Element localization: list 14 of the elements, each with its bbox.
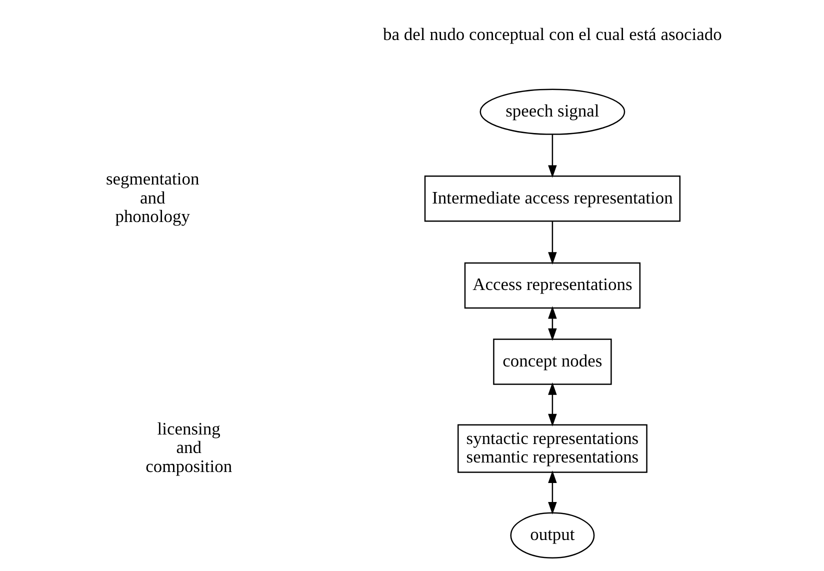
node-ellipse: speech signal [479,88,625,135]
node-box: Access representations [464,262,640,309]
label: licensing and composition [145,418,232,476]
arrow [548,382,556,426]
node-box: Intermediate access representation [424,176,680,222]
node-box: concept nodes [492,338,612,385]
arrow [548,306,556,341]
label: ba del nudo conceptual con el cual está asociado [382,24,722,44]
arrow [548,470,556,515]
node-box: syntactic representations semantic representations [456,424,647,473]
label: segmentation and phonology [105,168,199,226]
arrow [548,221,556,265]
node-ellipse: output [510,512,594,559]
arrow [548,134,556,178]
